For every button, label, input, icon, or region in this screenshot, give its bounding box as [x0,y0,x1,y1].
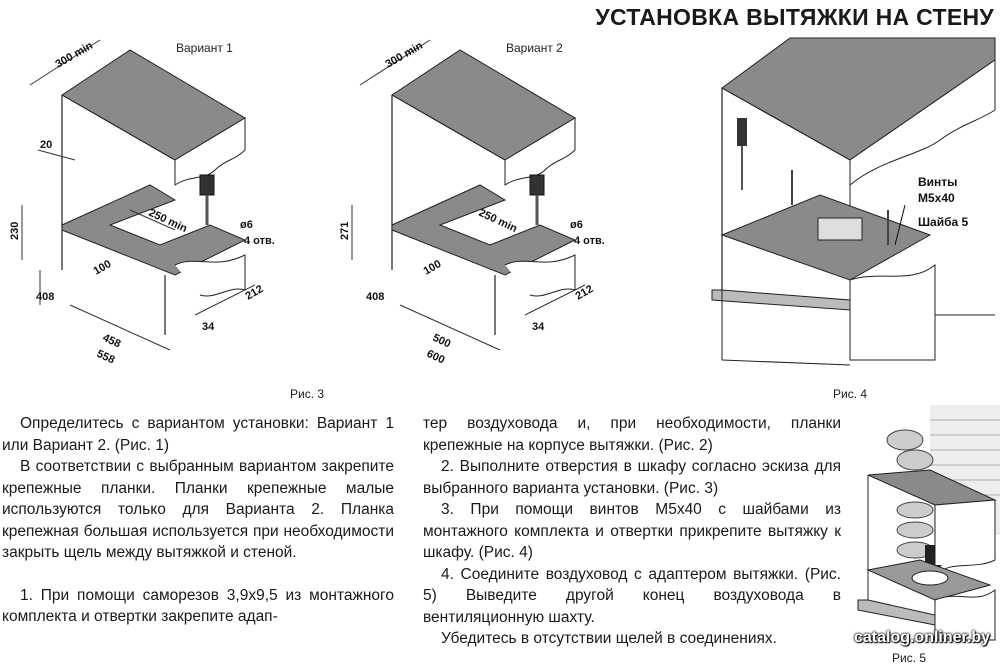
dim-250: 250 min [147,207,189,235]
washer-label: Шайба 5 [918,215,969,229]
dim-holes-v2: 4 отв. [574,235,605,247]
dim-d6-v2: ø6 [570,219,583,231]
dim-558: 558 [95,348,117,367]
fig4-caption: Рис. 4 [833,387,868,401]
fig4-drawing: Винты М5х40 Шайба 5 [711,37,996,366]
variant1-label: Вариант 1 [176,41,233,55]
dim-230: 230 [9,222,21,240]
paragraph-check: Убедитесь в отсутствии щелей в соединени… [441,630,777,647]
paragraph-step-1-cont: тер воздуховода и, при необходимости, пл… [423,415,841,454]
paragraph-variant-choice: Определитесь с вариантом установки: Вари… [2,415,394,454]
paragraph-step-4: 4. Соедините воздуховод с адаптером вытя… [423,565,841,626]
paragraph-brackets: В соответствии с выбранным вариантом зак… [2,458,394,561]
screws-label-2: М5х40 [918,191,955,205]
dim-300-v2: 300 min [384,40,426,71]
dim-600: 600 [425,348,447,367]
paragraph-step-1: 1. При помощи саморезов 3,9х9,5 из монта… [2,586,394,626]
paragraph-step-3: 3. При помощи винтов М5х40 с шайбами из … [423,501,841,561]
dim-34-v2: 34 [532,321,545,333]
dim-100: 100 [92,258,114,278]
variant2-label: Вариант 2 [506,41,563,55]
paragraph-step-2: 2. Выполните отверстия в шкафу согласно … [423,458,841,497]
watermark: catalog.onliner.by [853,629,990,646]
dim-271: 271 [339,222,351,240]
fig3-variant1-drawing: 300 min 20 230 250 min ø6 4 отв. 100 408… [9,39,275,367]
dim-300: 300 min [54,40,96,71]
fig5-drawing [857,405,1000,641]
screws-label-1: Винты [918,175,957,189]
fig3-caption: Рис. 3 [290,387,325,401]
dim-408-v2: 408 [366,291,384,303]
page-title: УСТАНОВКА ВЫТЯЖКИ НА СТЕНУ [595,4,994,30]
dim-212: 212 [244,283,266,303]
fig3-variant2-drawing: 300 min 271 250 min ø6 4 отв. 100 408 21… [339,39,605,367]
fig5-caption: Рис. 5 [892,651,927,665]
dim-500: 500 [431,332,453,351]
dim-408: 408 [36,291,54,303]
dim-458: 458 [101,332,123,351]
dim-250-v2: 250 min [477,207,519,235]
dim-d6: ø6 [240,219,253,231]
dim-100-v2: 100 [422,258,444,278]
text-column-2: тер воздуховода и, при необходимости, пл… [423,413,841,650]
dim-34: 34 [202,321,215,333]
dim-212-v2: 212 [574,283,596,303]
dim-holes: 4 отв. [244,235,275,247]
dim-20: 20 [40,139,52,151]
text-column-1: Определитесь с вариантом установки: Вари… [2,413,394,628]
